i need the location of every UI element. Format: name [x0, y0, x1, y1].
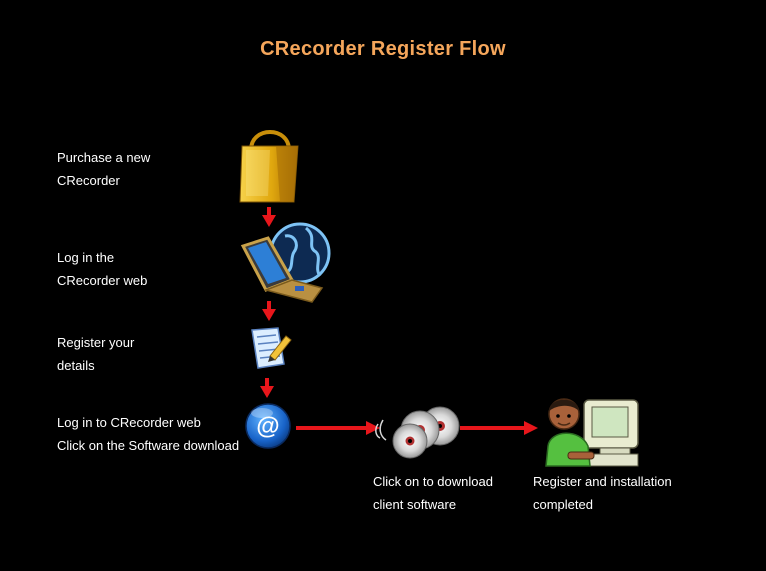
- cd-discs-icon: [375, 406, 460, 459]
- arrow-document-to-email: [260, 378, 274, 398]
- shopping-bag-icon: [239, 130, 299, 203]
- svg-text:@: @: [256, 413, 279, 440]
- email-at-icon: @: [245, 403, 291, 449]
- person-computer-icon: [545, 398, 639, 467]
- arrow-laptop-to-document: [262, 301, 276, 321]
- arrow-email-to-cd: [296, 421, 380, 435]
- arrow-cd-to-computer: [460, 421, 538, 435]
- diagram-title: CRecorder Register Flow: [260, 38, 506, 60]
- document-pencil-icon: [251, 327, 292, 369]
- laptop-globe-icon: [240, 222, 331, 303]
- arrow-bag-to-laptop: [262, 207, 276, 227]
